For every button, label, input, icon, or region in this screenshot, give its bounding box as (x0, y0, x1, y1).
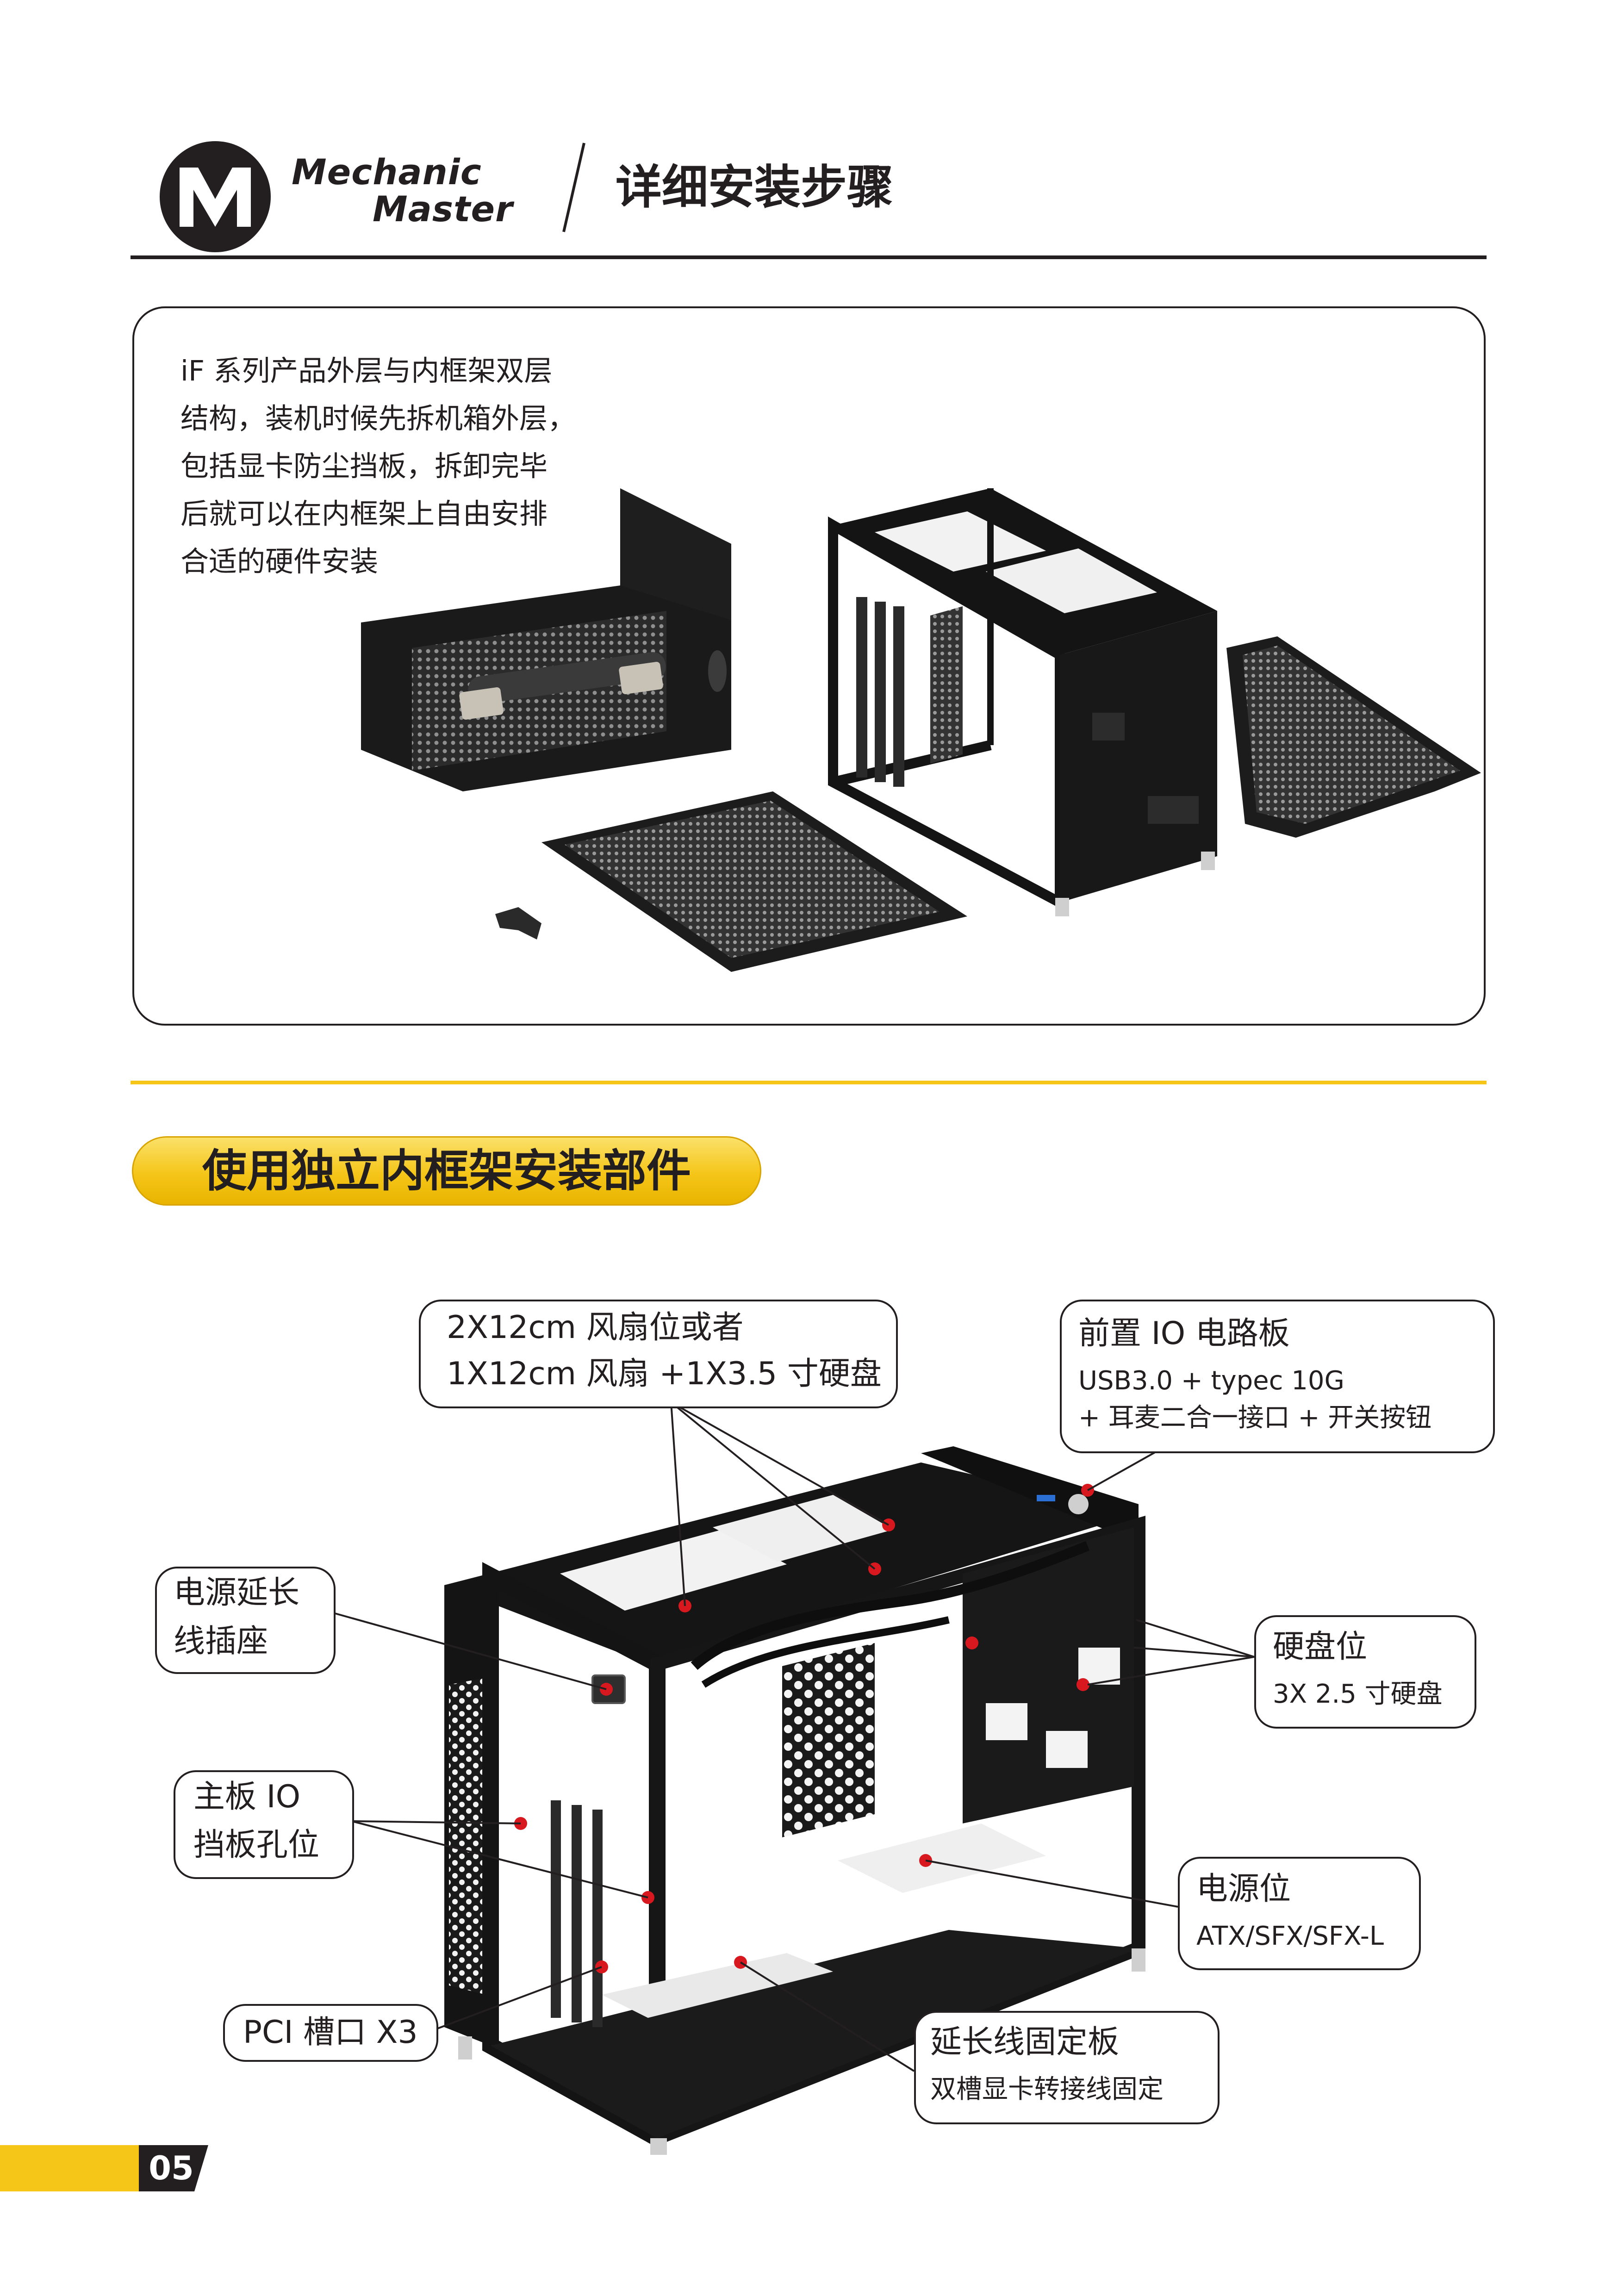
callout-front-io-title: 前置 IO 电路板 (1078, 1315, 1290, 1352)
page-title: 详细安装步骤 (616, 160, 893, 214)
hdd-slot-3 (1078, 1648, 1120, 1685)
brand-name: Mechanic Master (292, 154, 513, 228)
header-rule (131, 255, 1487, 259)
bottom-opening (602, 1953, 833, 2018)
section-divider (131, 1081, 1487, 1084)
inner-frame (828, 488, 1217, 916)
callout-front-io-sub-2: + 耳麦二合一接口 + 开关按钮 (1078, 1403, 1432, 1433)
intro-text: iF 系列产品外层与内框架双层 结构，装机时候先拆机箱外层， 包括显卡防尘挡板，… (180, 347, 643, 585)
callout-fan-line-2: 1X12cm 风扇 +1X3.5 寸硬盘 (447, 1356, 882, 1392)
frame-top-panel (444, 1462, 1139, 1664)
left-vent-holes (449, 1678, 486, 1995)
usb-port-icon (1037, 1495, 1055, 1501)
intro-line-2: 结构，装机时候先拆机箱外层， (180, 402, 576, 435)
callout-hdd-bay (1254, 1615, 1476, 1729)
pci-slot-2 (572, 1805, 582, 2022)
outer-shell-panel (361, 488, 731, 791)
foot-3 (1132, 1948, 1145, 1972)
pci-slot-1 (551, 1800, 561, 2018)
brand-line-2: Master (373, 188, 513, 230)
callout-psu-bay (1178, 1857, 1421, 1970)
inner-frame-diagram (444, 1446, 1145, 2155)
fan-opening-2 (713, 1495, 893, 1562)
hdd-plate (963, 1527, 1134, 1823)
intro-line-1: iF 系列产品外层与内框架双层 (180, 355, 553, 387)
hdd-slot-2 (1046, 1731, 1088, 1768)
header-divider-slash (562, 143, 585, 232)
psu-opening (838, 1823, 1046, 1893)
callout-hdd-title: 硬盘位 (1273, 1629, 1368, 1665)
callout-fan-bay (419, 1300, 898, 1408)
mechanic-master-logo-icon (160, 141, 271, 252)
cable-bundle (691, 1541, 1090, 1670)
callout-mb-io (174, 1770, 354, 1879)
callout-extension-plate (914, 2011, 1220, 2124)
right-side-panel (1226, 636, 1481, 838)
power-button-icon (1068, 1494, 1089, 1514)
callout-psu-sub: ATX/SFX/SFX-L (1196, 1921, 1384, 1951)
foot-1 (458, 2036, 472, 2060)
section-pill (132, 1136, 761, 1206)
page-number-bar (0, 2145, 208, 2191)
callout-pci-label: PCI 槽口 X3 (243, 2014, 418, 2051)
callout-pci-slots (223, 2004, 438, 2062)
callout-power-extension (155, 1567, 336, 1674)
brand-line-1: Mechanic (292, 151, 482, 193)
intro-line-5: 合适的硬件安装 (180, 545, 379, 578)
page-number: 05 (149, 2149, 194, 2187)
callout-power-ext-line-2: 线插座 (174, 1623, 268, 1660)
center-mesh-panel (782, 1643, 875, 1837)
callout-mb-io-line-2: 挡板孔位 (193, 1827, 320, 1863)
frame-bottom (491, 1930, 1139, 2138)
cable-bundle-2 (701, 1616, 950, 1688)
small-bracket (495, 907, 541, 940)
exploded-case-illustration (361, 488, 1481, 972)
foot-2 (650, 2138, 667, 2155)
intro-card (132, 306, 1486, 1026)
callout-front-io (1060, 1300, 1495, 1453)
callout-psu-title: 电源位 (1196, 1871, 1291, 1907)
callout-hdd-sub: 3X 2.5 寸硬盘 (1273, 1679, 1443, 1709)
hdd-slot-1 (986, 1703, 1027, 1740)
intro-line-3: 包括显卡防尘挡板，拆卸完毕 (180, 450, 548, 483)
callout-ext-plate-sub: 双槽显卡转接线固定 (930, 2074, 1164, 2104)
fan-opening-1 (560, 1530, 787, 1611)
callout-front-io-sub-1: USB3.0 + typec 10G (1078, 1366, 1344, 1396)
callout-fan-line-1: 2X12cm 风扇位或者 (447, 1309, 744, 1346)
intro-line-4: 后就可以在内框架上自由安排 (180, 498, 548, 530)
section-title: 使用独立内框架安装部件 (202, 1145, 691, 1197)
callout-mb-io-line-1: 主板 IO (193, 1779, 301, 1815)
callout-ext-plate-title: 延长线固定板 (930, 2024, 1120, 2060)
callout-power-ext-line-1: 电源延长 (174, 1574, 300, 1611)
bottom-dust-panel (541, 791, 967, 972)
